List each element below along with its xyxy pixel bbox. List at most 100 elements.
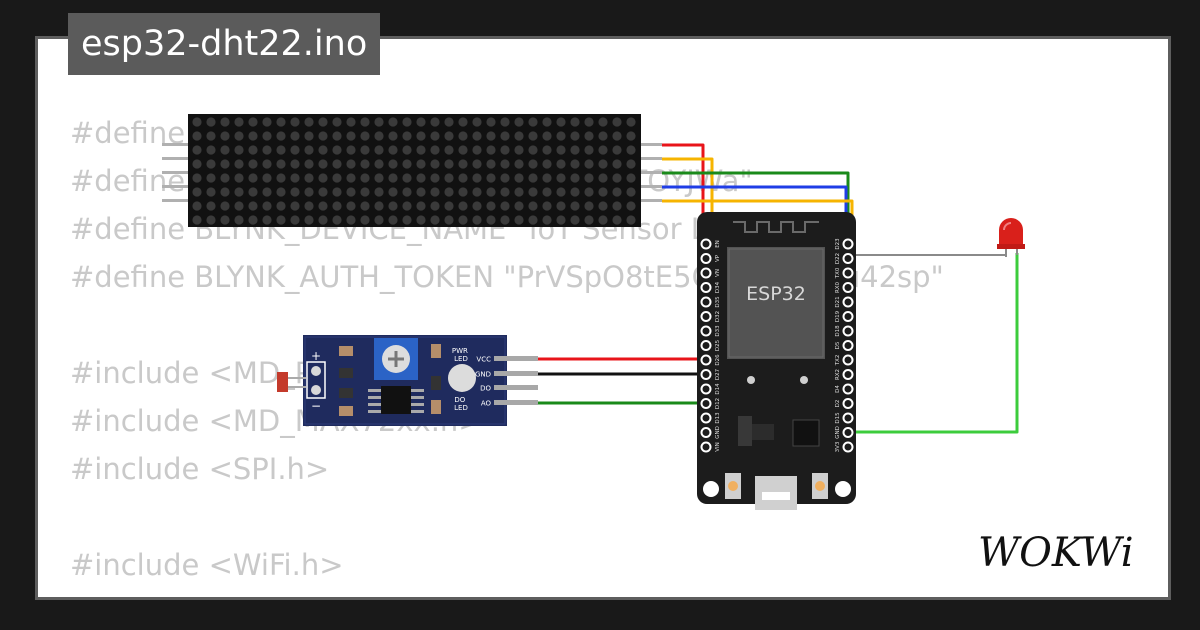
esp32-pin[interactable] [700,369,712,380]
matrix-led [500,131,510,141]
esp32-pin[interactable] [842,398,854,409]
esp32-pin[interactable] [700,311,712,322]
esp32-board[interactable]: ESP32 ENVPVND34D35D32D33D25D26D27D14D12D… [697,212,856,510]
esp32-pin[interactable] [842,282,854,293]
matrix-led [220,159,230,169]
code-line: #include <WiFi.h> [70,548,344,582]
esp32-pin-label: D22 [835,253,841,264]
ldr-pin[interactable] [494,371,538,376]
matrix-led [402,187,412,197]
matrix-led [192,145,202,155]
esp32-pin-label: TX0 [835,267,841,279]
ldr-pin[interactable] [494,356,538,361]
esp32-pin[interactable] [700,412,712,424]
esp32-pin[interactable] [700,296,712,308]
red-led[interactable] [997,218,1025,257]
matrix-led [612,187,622,197]
esp32-pin-label: RX0 [835,281,841,293]
esp32-pin[interactable] [842,325,854,337]
matrix-led [500,215,510,225]
esp32-pin[interactable] [842,354,854,366]
matrix-led [486,145,496,155]
matrix-led [402,159,412,169]
matrix-led [220,187,230,197]
matrix-led [514,159,524,169]
matrix-led [290,145,300,155]
matrix-led [556,187,566,197]
matrix-led [318,187,328,197]
photoresistor[interactable] [277,372,288,392]
esp32-pin[interactable] [700,253,712,264]
matrix-led [486,187,496,197]
wire-red-matrix [662,143,705,445]
led-matrix[interactable] [162,114,662,227]
esp32-pin[interactable] [842,369,854,380]
voltage-regulator [738,416,752,446]
matrix-led [318,159,328,169]
esp32-pin[interactable] [842,238,854,250]
ldr-pin[interactable] [494,400,538,405]
matrix-led [332,201,342,211]
esp32-pin[interactable] [700,340,712,351]
matrix-led [276,117,286,127]
esp32-pin[interactable] [842,340,854,351]
matrix-led [304,117,314,127]
esp32-pin-label: EN [715,240,721,248]
matrix-led [500,117,510,127]
matrix-led [556,159,566,169]
esp32-pin[interactable] [700,325,712,337]
matrix-led [444,145,454,155]
matrix-led [528,201,538,211]
esp32-pin[interactable] [700,267,712,279]
esp32-pin[interactable] [700,354,712,366]
matrix-led [570,131,580,141]
matrix-led [528,159,538,169]
esp32-pin[interactable] [700,282,712,293]
matrix-led [388,117,398,127]
matrix-led [220,215,230,225]
matrix-led [626,187,636,197]
esp32-pin[interactable] [700,398,712,409]
matrix-led [612,201,622,211]
matrix-led [318,145,328,155]
matrix-led [304,187,314,197]
esp32-pin[interactable] [842,311,854,322]
matrix-led [598,145,608,155]
matrix-led [472,131,482,141]
esp32-pin[interactable] [700,238,712,250]
matrix-led [332,173,342,183]
matrix-led [192,201,202,211]
matrix-led [374,201,384,211]
ldr-pin[interactable] [494,385,538,390]
matrix-led [402,131,412,141]
matrix-led [220,173,230,183]
esp32-pin-label: D35 [715,296,721,308]
esp32-pin[interactable] [842,441,854,453]
matrix-led [626,117,636,127]
matrix-led [612,131,622,141]
esp32-pin[interactable] [842,267,854,279]
esp32-pin[interactable] [842,383,854,395]
esp32-pin[interactable] [842,427,854,438]
matrix-led [290,215,300,225]
do-led-label-line1: DO [454,396,465,404]
ldr-pin-label: VCC [476,356,491,364]
ldr-pin-label: DO [480,385,491,393]
matrix-led [584,173,594,183]
matrix-led [360,201,370,211]
file-title: esp32-dht22.ino [68,13,381,75]
esp32-pin[interactable] [842,412,854,424]
matrix-led [388,159,398,169]
matrix-led [374,187,384,197]
esp32-pin[interactable] [700,383,712,395]
esp32-pin[interactable] [842,296,854,308]
matrix-led [304,173,314,183]
matrix-led [346,187,356,197]
matrix-led [402,117,412,127]
matrix-led [374,145,384,155]
esp32-pin[interactable] [700,441,712,453]
esp32-pin[interactable] [700,427,712,438]
matrix-led [612,159,622,169]
esp32-pin[interactable] [842,253,854,264]
